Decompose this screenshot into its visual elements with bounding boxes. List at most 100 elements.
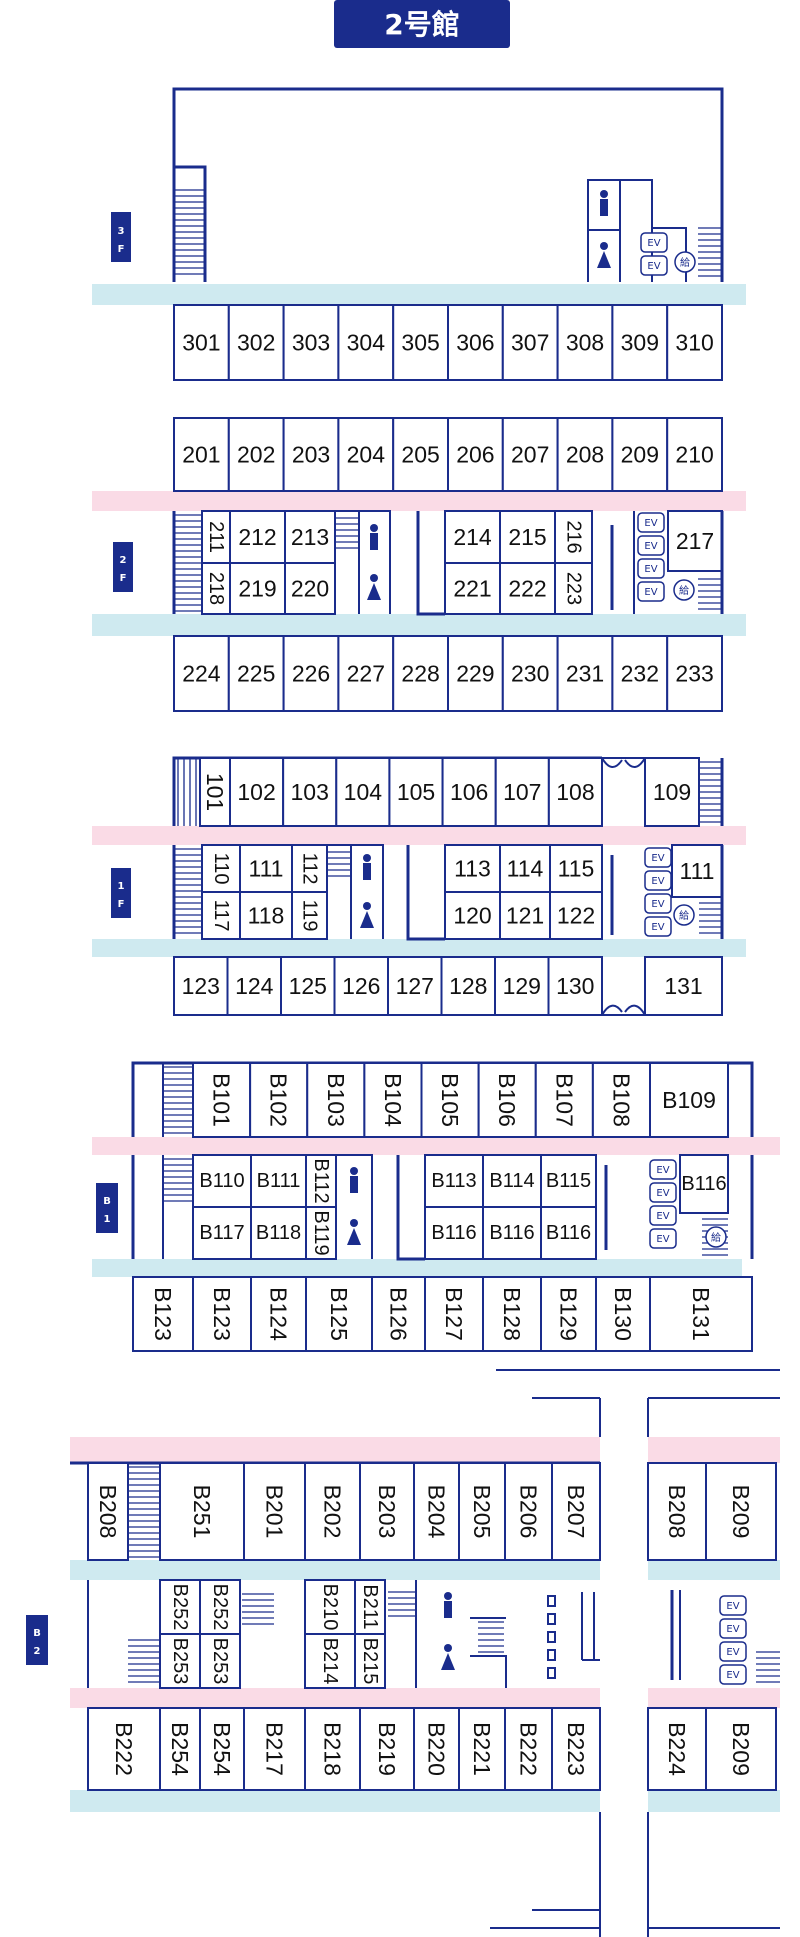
svg-text:B: B [33, 1628, 41, 1639]
room-label: 223 [563, 572, 585, 605]
room-cell [291, 891, 328, 940]
room-label: 113 [454, 856, 491, 882]
room-cell [482, 1206, 542, 1260]
supply-icon: 給 [673, 904, 695, 926]
svg-text:EV: EV [656, 1234, 669, 1245]
room-label: B124 [266, 1287, 292, 1341]
room-label: 121 [506, 903, 544, 929]
room-label: 301 [182, 330, 220, 356]
room-cell [444, 562, 501, 615]
elevator-icon: EV [640, 232, 668, 253]
room-label: B217 [262, 1722, 288, 1776]
room-cell [705, 1707, 777, 1791]
svg-text:EV: EV [647, 238, 660, 249]
room-label: 232 [621, 661, 659, 687]
room-label: B208 [664, 1485, 690, 1539]
room-label: 212 [238, 524, 276, 550]
supply-icon: 給 [705, 1226, 727, 1248]
room-cell [649, 1276, 753, 1352]
room-cell [227, 304, 285, 381]
room-label: 110 [210, 853, 232, 885]
room-label: 111 [249, 856, 284, 882]
room-cell [705, 1462, 777, 1561]
stairs-icon [756, 1651, 780, 1683]
room-cell [424, 1276, 484, 1352]
room-cell [388, 757, 444, 827]
room-label: 214 [453, 524, 492, 550]
room-label: 103 [291, 779, 329, 805]
room-label: 118 [248, 903, 285, 929]
room-cell [551, 1462, 601, 1561]
room-cell [534, 1062, 594, 1138]
room-cell [540, 1276, 597, 1352]
elevator-icon: EV [637, 581, 665, 602]
room-cell [335, 757, 391, 827]
room-label: 211 [205, 521, 227, 553]
room-label: 129 [503, 973, 541, 999]
room-cell [549, 891, 603, 940]
room-label: 231 [566, 661, 604, 687]
supply-icon: 給 [674, 251, 696, 273]
room-label: B109 [662, 1087, 716, 1113]
room-label: 210 [675, 442, 713, 468]
room-cell [291, 844, 328, 893]
room-label: B202 [320, 1485, 346, 1539]
room-label: B125 [326, 1287, 352, 1341]
room-label: B126 [386, 1287, 412, 1341]
room-cell [547, 757, 603, 827]
room-label: 304 [347, 330, 386, 356]
room-cell [424, 1206, 484, 1260]
svg-text:給: 給 [680, 256, 690, 269]
room-label: 305 [401, 330, 439, 356]
room-label: B107 [551, 1073, 577, 1127]
room-cell [173, 635, 230, 712]
room-label: B223 [563, 1722, 589, 1776]
room-label: 107 [503, 779, 541, 805]
room-label: B103 [323, 1073, 349, 1127]
room-label: 308 [566, 330, 604, 356]
room-label: 215 [508, 524, 546, 550]
svg-text:EV: EV [644, 518, 657, 529]
room-cell [250, 1276, 307, 1352]
room-cell [305, 1154, 337, 1208]
room-label: B116 [489, 1222, 534, 1244]
svg-text:1: 1 [104, 1214, 111, 1225]
room-label: 228 [401, 661, 439, 687]
room-label: B102 [266, 1073, 292, 1127]
room-cell [132, 1276, 194, 1352]
stairs-icon [698, 578, 722, 610]
room-cell [547, 956, 603, 1016]
room-cell [282, 304, 340, 381]
male-restroom-icon [370, 524, 378, 550]
room-label: B117 [199, 1222, 244, 1244]
room-label: 128 [449, 973, 487, 999]
room-cell [392, 417, 450, 492]
room-label: 303 [292, 330, 330, 356]
room-cell [159, 1579, 201, 1635]
room-label: 222 [508, 576, 546, 602]
elevator-icon: EV [649, 1205, 677, 1226]
svg-text:EV: EV [651, 922, 664, 933]
room-cell [304, 1462, 361, 1561]
room-cell [666, 304, 724, 381]
room-cell [199, 757, 231, 827]
room-cell [159, 1633, 201, 1689]
stairs-icon [128, 1466, 160, 1558]
room-label: 102 [237, 779, 275, 805]
room-cell [540, 1206, 597, 1260]
room-label: 310 [675, 330, 713, 356]
floor-label-b1: B1 [0, 0, 20, 4]
room-cell [554, 562, 593, 615]
room-label: B207 [563, 1485, 589, 1539]
room-cell [192, 1154, 252, 1208]
room-label: B222 [516, 1722, 542, 1776]
room-label: B253 [209, 1638, 231, 1685]
room-label: 230 [511, 661, 549, 687]
room-cell [540, 1154, 597, 1208]
room-cell [666, 635, 724, 712]
room-label: B101 [209, 1073, 235, 1127]
